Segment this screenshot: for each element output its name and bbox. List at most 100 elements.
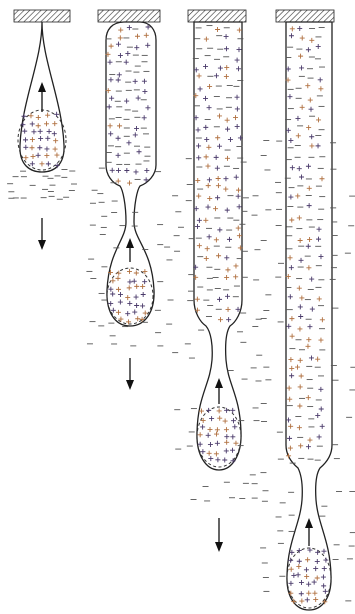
positive-charge (116, 42, 121, 47)
positive-charge (200, 424, 205, 429)
positive-charge (206, 433, 211, 438)
panel-3 (172, 10, 262, 552)
positive-charge (288, 446, 293, 451)
positive-charge (231, 418, 236, 423)
positive-charge (235, 95, 240, 100)
positive-charge (323, 589, 328, 594)
positive-charge (214, 451, 219, 456)
positive-charge (134, 303, 139, 308)
positive-charge (118, 292, 123, 297)
positive-charge (288, 138, 293, 143)
positive-charge (108, 287, 113, 292)
positive-charge (135, 34, 140, 39)
positive-charge (309, 355, 314, 360)
positive-charge (305, 83, 310, 88)
positive-charge (134, 295, 139, 300)
positive-charge (316, 143, 321, 148)
positive-charge (30, 154, 35, 159)
positive-charge (315, 413, 320, 418)
positive-charge (124, 60, 129, 65)
column-charges-2 (105, 24, 150, 185)
positive-charge (320, 317, 325, 322)
positive-charge (315, 575, 320, 580)
positive-charge (306, 265, 311, 270)
positive-charge (295, 193, 300, 198)
positive-charge (297, 286, 302, 291)
positive-charge (289, 373, 294, 378)
positive-charge (288, 195, 293, 200)
positive-charge (204, 154, 209, 159)
positive-charge (127, 279, 132, 284)
positive-charge (118, 53, 123, 58)
positive-charge (288, 424, 293, 429)
positive-charge (233, 274, 238, 279)
positive-charge (142, 279, 147, 284)
positive-charge (110, 168, 115, 173)
positive-charge (21, 114, 26, 119)
positive-charge (116, 179, 121, 184)
positive-charge (195, 178, 200, 183)
positive-charge (200, 449, 205, 454)
positive-charge (309, 134, 314, 139)
positive-charge (299, 374, 304, 379)
positive-charge (216, 176, 221, 181)
positive-charge (145, 105, 150, 110)
positive-charge (22, 129, 27, 134)
positive-charge (291, 573, 296, 578)
positive-charge (322, 566, 327, 571)
positive-charge (313, 597, 318, 602)
positive-charge (321, 583, 326, 588)
positive-charge (116, 168, 121, 173)
positive-charge (297, 215, 302, 220)
positive-charge (216, 253, 221, 258)
positive-charge (124, 168, 129, 173)
positive-charge (214, 73, 219, 78)
positive-charge (144, 168, 149, 173)
positive-charge (225, 127, 230, 132)
positive-charge (306, 337, 311, 342)
positive-charge (140, 303, 145, 308)
positive-charge (136, 96, 141, 101)
positive-charge (142, 115, 147, 120)
positive-charge (310, 307, 315, 312)
positive-charge (309, 277, 314, 282)
positive-charge (307, 203, 312, 208)
positive-charge (307, 186, 312, 191)
ceiling-1 (14, 10, 70, 22)
positive-charge (37, 145, 42, 150)
positive-charge (224, 427, 229, 432)
positive-charge (312, 591, 317, 596)
positive-charge (117, 123, 122, 128)
positive-charge (217, 408, 222, 413)
positive-charge (126, 140, 131, 145)
positive-charge (205, 164, 210, 169)
positive-charge (306, 125, 311, 130)
positive-charge (306, 164, 311, 169)
positive-charge (236, 66, 241, 71)
positive-charge (206, 183, 211, 188)
positive-charge (196, 155, 201, 160)
panel-4 (260, 10, 355, 610)
positive-charge (143, 311, 148, 316)
positive-charge (108, 301, 113, 306)
positive-charge (217, 416, 222, 421)
positive-charge (44, 121, 49, 126)
positive-charge (207, 105, 212, 110)
positive-charge (31, 129, 36, 134)
positive-charge (223, 187, 228, 192)
positive-charge (142, 79, 147, 84)
positive-charge (217, 144, 222, 149)
positive-charge (309, 143, 314, 148)
positive-charge (207, 451, 212, 456)
positive-charge (207, 234, 212, 239)
positive-charge (198, 432, 203, 437)
positive-charge (217, 227, 222, 232)
positive-charge (305, 557, 310, 562)
positive-charge (295, 116, 300, 121)
positive-charge (107, 104, 112, 109)
ceiling-4 (276, 10, 334, 22)
positive-charge (225, 267, 230, 272)
positive-charge (307, 438, 312, 443)
positive-charge (208, 442, 213, 447)
positive-charge (298, 358, 303, 363)
